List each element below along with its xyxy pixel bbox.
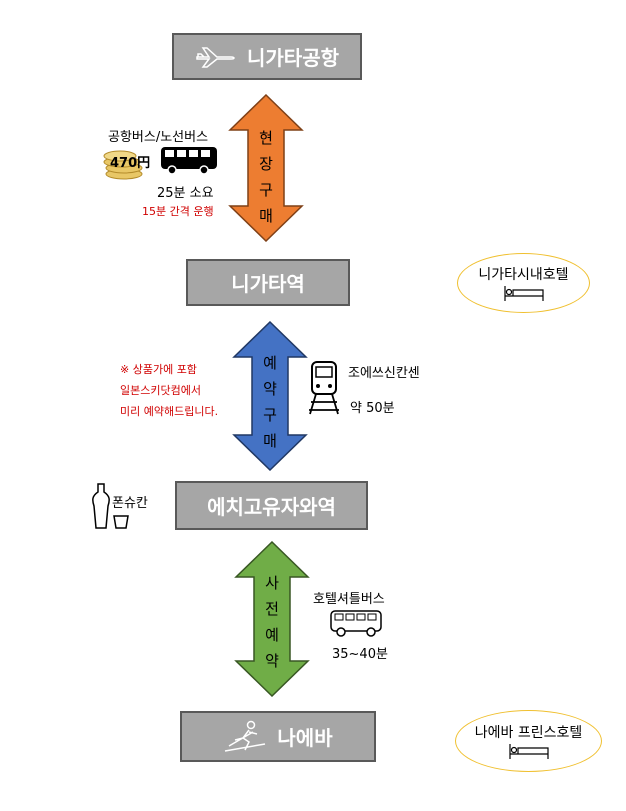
sake-icon xyxy=(92,483,129,529)
arrow1-char: 구 xyxy=(259,181,273,199)
arrow2-label: 예 약 구 매 xyxy=(262,350,278,454)
station-echigo: 에치고유자와역 xyxy=(175,481,368,530)
arrow1-char: 매 xyxy=(259,207,273,225)
booking-note-line: ※ 상품가에 포함 xyxy=(120,363,197,376)
booking-note-line: 일본스키닷컴에서 xyxy=(120,384,201,397)
bus-fare: 470円 xyxy=(110,156,151,171)
ponshukan-label: 폰슈칸 xyxy=(112,496,148,511)
skier-icon xyxy=(223,720,267,754)
train-icon xyxy=(309,361,339,415)
bus-duration: 25분 소요 xyxy=(157,186,214,201)
arrow3-char: 전 xyxy=(265,600,279,618)
arrow-echigo-naeba xyxy=(234,541,310,697)
shuttle-label: 호텔셔틀버스 xyxy=(313,592,385,607)
arrow2-char: 약 xyxy=(263,380,277,398)
bed-icon xyxy=(503,286,544,301)
shuttle-duration: 35~40분 xyxy=(332,647,388,662)
arrow1-char: 현 xyxy=(259,129,273,147)
station-niigata: 니가타역 xyxy=(186,259,350,306)
arrow3-char: 예 xyxy=(265,626,279,644)
hotel-naeba: 나에바 프린스호텔 xyxy=(455,710,602,772)
arrow2-char: 예 xyxy=(263,354,277,372)
bus-icon xyxy=(161,147,217,175)
bus-interval: 15분 간격 운행 xyxy=(142,205,214,218)
station-niigata-label: 니가타역 xyxy=(231,272,305,296)
train-duration: 약 50분 xyxy=(350,401,395,416)
train-label: 조에쓰신칸센 xyxy=(348,366,420,381)
station-echigo-label: 에치고유자와역 xyxy=(207,495,336,519)
arrow2-char: 구 xyxy=(263,406,277,424)
hotel-niigata-label: 니가타시내호텔 xyxy=(478,267,569,283)
airplane-icon xyxy=(195,46,237,68)
station-naeba-label: 나에바 xyxy=(277,726,333,750)
hotel-niigata: 니가타시내호텔 xyxy=(457,253,590,313)
booking-note-line: 미리 예약해드립니다. xyxy=(120,405,219,418)
bed-icon xyxy=(508,744,549,759)
arrow1-label: 현 장 구 매 xyxy=(258,125,274,229)
arrow-niigata-echigo xyxy=(232,321,308,471)
arrow2-char: 매 xyxy=(263,432,277,450)
shuttle-bus-icon xyxy=(330,610,382,637)
station-airport-label: 니가타공항 xyxy=(247,46,339,70)
coins-icon xyxy=(103,150,143,180)
station-naeba: 나에바 xyxy=(180,711,376,762)
station-airport: 니가타공항 xyxy=(172,33,362,80)
arrow3-char: 사 xyxy=(265,574,279,592)
arrow3-label: 사 전 예 약 xyxy=(264,570,280,674)
bus-route-label: 공항버스/노선버스 xyxy=(108,130,209,145)
hotel-naeba-label: 나에바 프린스호텔 xyxy=(474,725,583,741)
arrow-airport-niigata xyxy=(228,94,304,242)
arrow3-char: 약 xyxy=(265,652,279,670)
arrow1-char: 장 xyxy=(259,155,273,173)
